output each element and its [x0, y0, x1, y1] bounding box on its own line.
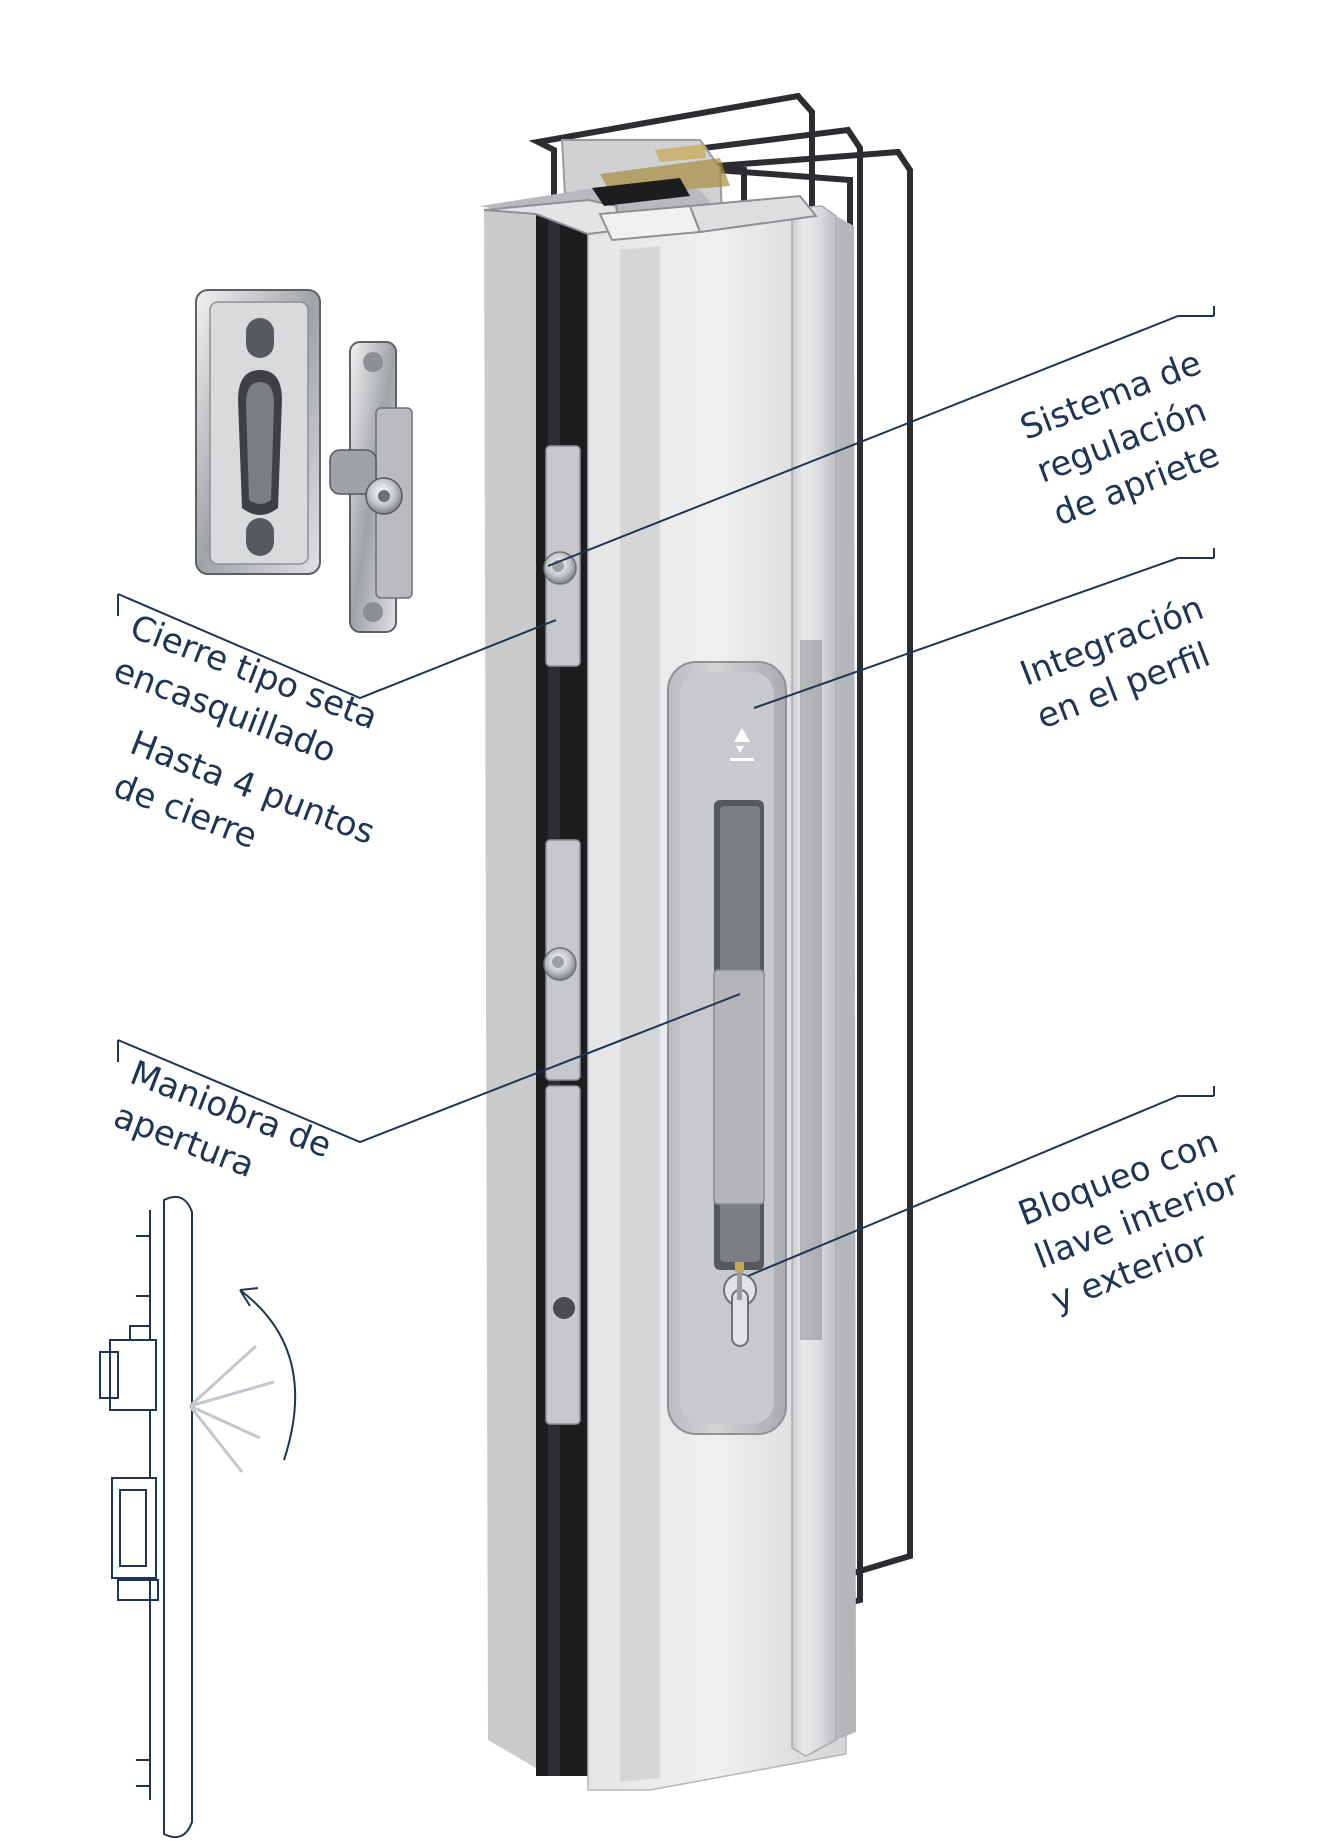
callout-hasta: Hasta 4 puntos de cierre — [108, 723, 380, 857]
mushroom-cam-image — [329, 341, 413, 633]
flush-handle — [667, 661, 787, 1435]
callout-sistema: Sistema de regulación de apriete — [1015, 343, 1225, 534]
strike-plate-image — [195, 289, 321, 575]
callout-integracion: Integración en el perfil — [1015, 588, 1216, 737]
callout-maniobra: Maniobra de apertura — [108, 1053, 336, 1186]
key-cylinder-icon — [723, 1262, 757, 1347]
callout-leaders — [117, 306, 1215, 1277]
locking-bar-upper — [543, 445, 581, 667]
locking-bar-lower — [543, 839, 581, 1425]
brand-logo-icon — [730, 728, 754, 761]
opening-swing-ghost — [188, 1344, 275, 1473]
opening-sketch-image — [99, 1196, 297, 1838]
